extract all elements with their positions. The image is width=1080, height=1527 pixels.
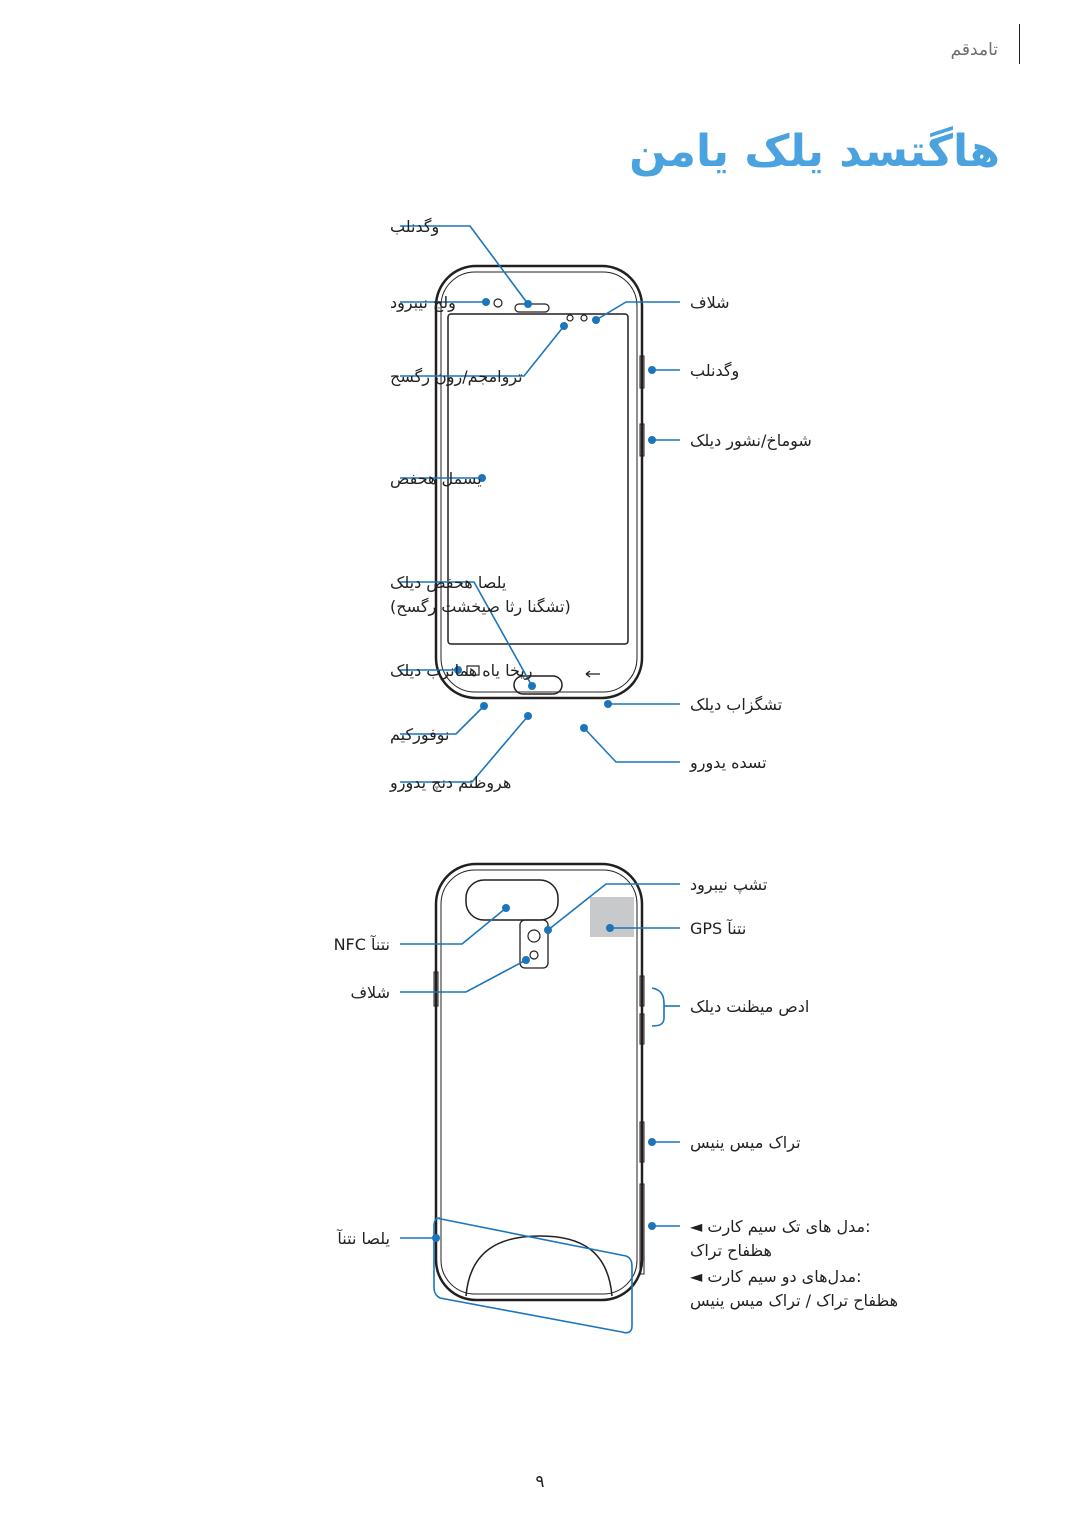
callout-front-home	[400, 581, 533, 687]
back-left-labels: NFC نتنآ شلاف یلصا نتنآ	[334, 935, 390, 1248]
rear-flash-lens	[529, 950, 539, 960]
front-camera-lens	[493, 298, 503, 308]
label-back-rear-camera: تشپ نیبرود	[690, 875, 767, 895]
dot-front-back	[604, 700, 612, 708]
front-power-side-key	[639, 423, 645, 457]
callout-front-proximity	[400, 225, 529, 305]
dot-front-home	[528, 682, 536, 690]
label-back-nfc-antenna: NFC نتنآ	[334, 935, 390, 954]
back-bottom-band	[465, 1235, 613, 1297]
label-back-flash: شلاف	[350, 983, 390, 1002]
back-sim-tray	[639, 1121, 645, 1163]
dot-back-sim	[648, 1138, 656, 1146]
home-key-shape	[513, 675, 563, 695]
label-front-power-key: شوماخ/نشور دیلک	[690, 431, 812, 451]
dot-front-proximity	[524, 300, 532, 308]
back-volume-down-key	[639, 1013, 645, 1045]
label-front-multipurpose-jack: هروظنم دنچ یدورو	[389, 773, 511, 793]
front-flash-lens	[580, 314, 588, 322]
back-top-band	[465, 879, 559, 921]
dot-front-recent	[454, 666, 462, 674]
label-front-proximity: وگدنلب	[390, 217, 439, 237]
label-back-volume-key: ادص میظنت دیلک	[690, 997, 809, 1017]
header-rule	[1019, 24, 1020, 64]
dot-back-memory	[648, 1222, 656, 1230]
callout-back-nfc	[400, 907, 507, 945]
section-label: تامدقم	[950, 40, 998, 60]
label-back-single-sim-2: هظفاح تراک	[690, 1241, 772, 1261]
back-memory-tray	[639, 1183, 645, 1275]
dot-front-flash	[592, 316, 600, 324]
label-back-main-antenna: یلصا نتنآ	[336, 1229, 390, 1248]
rear-camera-lens	[527, 929, 541, 943]
front-body-outer	[434, 264, 644, 700]
label-front-headset-jack: تسده یدورو	[689, 753, 767, 773]
callout-front-mic	[400, 705, 485, 735]
label-back-dual-sim-2: هظفاح تراک / تراک میس ینیس	[690, 1291, 898, 1311]
dot-front-mic	[480, 702, 488, 710]
dot-front-jack	[524, 712, 532, 720]
front-speaker-side-key	[639, 355, 645, 389]
front-screen	[447, 313, 629, 645]
front-earpiece	[514, 303, 550, 313]
label-back-sim-tray: تراک میس ینیس	[690, 1133, 801, 1153]
callout-front-jack	[400, 715, 529, 783]
callout-back-volume-bracket	[651, 987, 665, 1027]
callout-dots	[432, 298, 656, 1242]
dot-back-nfc	[502, 904, 510, 912]
label-front-home-key-1: یلصا هحفص دیلک	[390, 573, 506, 593]
dot-front-camera	[482, 298, 490, 306]
front-left-labels: وگدنلب ولج نیبرود تروامجم/رون رگسح یسمل …	[389, 217, 571, 793]
back-key-icon	[585, 670, 600, 678]
label-front-flash: شلاف	[690, 293, 730, 312]
front-right-labels: شلاف وگدنلب شوماخ/نشور دیلک تشگزاب دیلک …	[689, 293, 812, 773]
back-left-side-key	[433, 971, 439, 1007]
dot-front-headset	[580, 724, 588, 732]
dot-front-power	[648, 436, 656, 444]
label-front-home-key-2: (تشگنا رثا صیخشت رگسح)	[390, 597, 571, 617]
recent-apps-icon	[466, 665, 480, 676]
label-front-back-key: تشگزاب دیلک	[690, 695, 782, 715]
page-number: ۹	[535, 1472, 545, 1492]
callout-front-flash	[595, 301, 680, 321]
callout-lines	[400, 225, 680, 1334]
back-body-outer	[434, 862, 644, 1302]
label-front-recent-apps: ریخا یاه همانرب دیلک	[390, 661, 532, 681]
callout-front-light	[400, 325, 565, 377]
back-camera-module	[519, 919, 549, 969]
dot-back-antenna	[432, 1234, 440, 1242]
callout-back-camera	[547, 883, 680, 931]
label-back-dual-sim-1: ◄ مدل‌های دو سیم کارت:	[690, 1267, 861, 1287]
label-front-touch-screen: یسمل هحفص	[390, 469, 482, 489]
label-front-microphone: نوفورکیم	[390, 725, 449, 745]
back-body-inner	[440, 869, 638, 1295]
page-title: هاگتسد یلک یامن	[629, 126, 1000, 177]
label-front-light-sensor: تروامجم/رون رگسح	[390, 367, 523, 387]
dot-front-screen	[478, 474, 486, 482]
callout-front-headset	[583, 727, 680, 763]
back-right-labels: تشپ نیبرود GPS نتنآ ادص میظنت دیلک تراک …	[690, 875, 898, 1311]
label-back-single-sim-1: ◄ مدل های تک سیم کارت:	[690, 1217, 871, 1237]
callout-back-flash	[400, 959, 527, 993]
label-front-camera: ولج نیبرود	[390, 293, 456, 313]
front-device	[434, 264, 645, 700]
dot-back-flash	[522, 956, 530, 964]
callout-back-antenna-bracket	[433, 1217, 633, 1334]
dot-front-speaker	[648, 366, 656, 374]
dot-front-light	[560, 322, 568, 330]
back-volume-up-key	[639, 975, 645, 1007]
dot-back-gps	[606, 924, 614, 932]
label-front-speaker: وگدنلب	[690, 361, 739, 381]
dot-back-camera	[544, 926, 552, 934]
label-back-gps-antenna: GPS نتنآ	[690, 919, 746, 938]
front-body-inner	[440, 271, 638, 693]
light-sensor-dot	[566, 314, 574, 322]
